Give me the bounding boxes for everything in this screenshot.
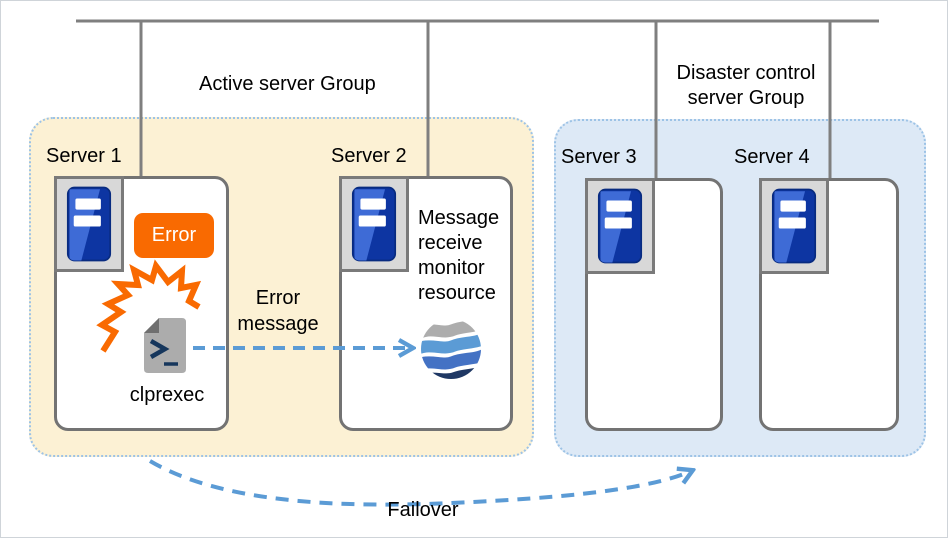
server2-label: Server 2	[331, 145, 407, 167]
clprexec-label: clprexec	[129, 384, 205, 406]
disaster-group-label: Disaster control server Group	[676, 62, 816, 109]
server4-box	[759, 178, 899, 431]
server-icon-frame	[585, 178, 655, 274]
server4-label: Server 4	[734, 146, 810, 168]
error-badge: Error	[134, 213, 214, 258]
server-tower-icon	[351, 186, 397, 262]
server1-label: Server 1	[46, 145, 122, 167]
server-tower-icon	[771, 188, 817, 264]
server3-box	[585, 178, 723, 431]
server-icon-frame	[759, 178, 829, 274]
server-tower-icon	[597, 188, 643, 264]
server-icon-frame	[54, 176, 124, 272]
server2-box	[339, 176, 513, 431]
failover-label: Failover	[387, 499, 459, 521]
monitor-resource-label: Message receive monitor resource	[418, 207, 500, 304]
server3-label: Server 3	[561, 146, 637, 168]
server-icon-frame	[339, 176, 409, 272]
error-message-label: Error message	[237, 287, 319, 335]
active-group-label: Active server Group	[199, 73, 376, 95]
server-tower-icon	[66, 186, 112, 262]
